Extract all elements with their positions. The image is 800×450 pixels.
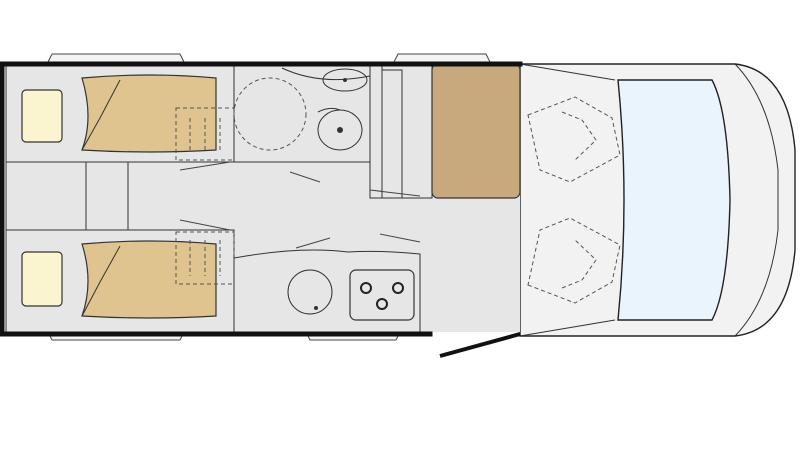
toilet-center <box>337 127 343 133</box>
burner-1 <box>360 282 372 294</box>
fridge-body <box>431 63 521 199</box>
cab-wall-line-bottom <box>519 319 616 337</box>
bed-cover <box>81 74 217 153</box>
floor-markings <box>179 161 421 249</box>
seat-outline <box>527 217 621 304</box>
passenger-seat <box>527 217 621 304</box>
accent-strip <box>381 69 403 199</box>
pillow <box>21 251 63 307</box>
shower-tray <box>233 77 307 151</box>
cover-fold <box>81 245 121 317</box>
storage-arrows <box>189 118 221 150</box>
burner-2 <box>392 282 404 294</box>
kitchen[interactable] <box>233 249 421 333</box>
storage-arrows <box>189 240 221 276</box>
seat-inner <box>561 239 597 289</box>
entry-door[interactable] <box>439 332 521 358</box>
seat-inner <box>561 111 597 161</box>
driver-seat <box>527 96 621 183</box>
kitchen-counter <box>233 249 421 333</box>
toilet-cistern <box>317 107 341 113</box>
window-top-center <box>393 53 491 63</box>
bed-cover <box>81 240 217 319</box>
seat-outline <box>527 96 621 183</box>
driver-cab <box>519 63 796 337</box>
stove <box>349 269 415 321</box>
cover-fold <box>81 79 121 151</box>
windshield <box>617 79 731 321</box>
sink-drain <box>343 78 347 82</box>
cab-front-detail <box>734 63 779 337</box>
rear-bed-bottom[interactable] <box>5 229 235 333</box>
fridge[interactable] <box>431 63 521 199</box>
outer-walls <box>0 61 523 337</box>
window-top-left <box>47 53 185 63</box>
burner-3 <box>376 298 388 310</box>
cab-wall-line <box>519 63 616 81</box>
kitchen-sink <box>287 269 333 315</box>
sink-drain <box>314 306 318 310</box>
sink-bowl <box>322 68 368 92</box>
pillow <box>21 89 63 143</box>
